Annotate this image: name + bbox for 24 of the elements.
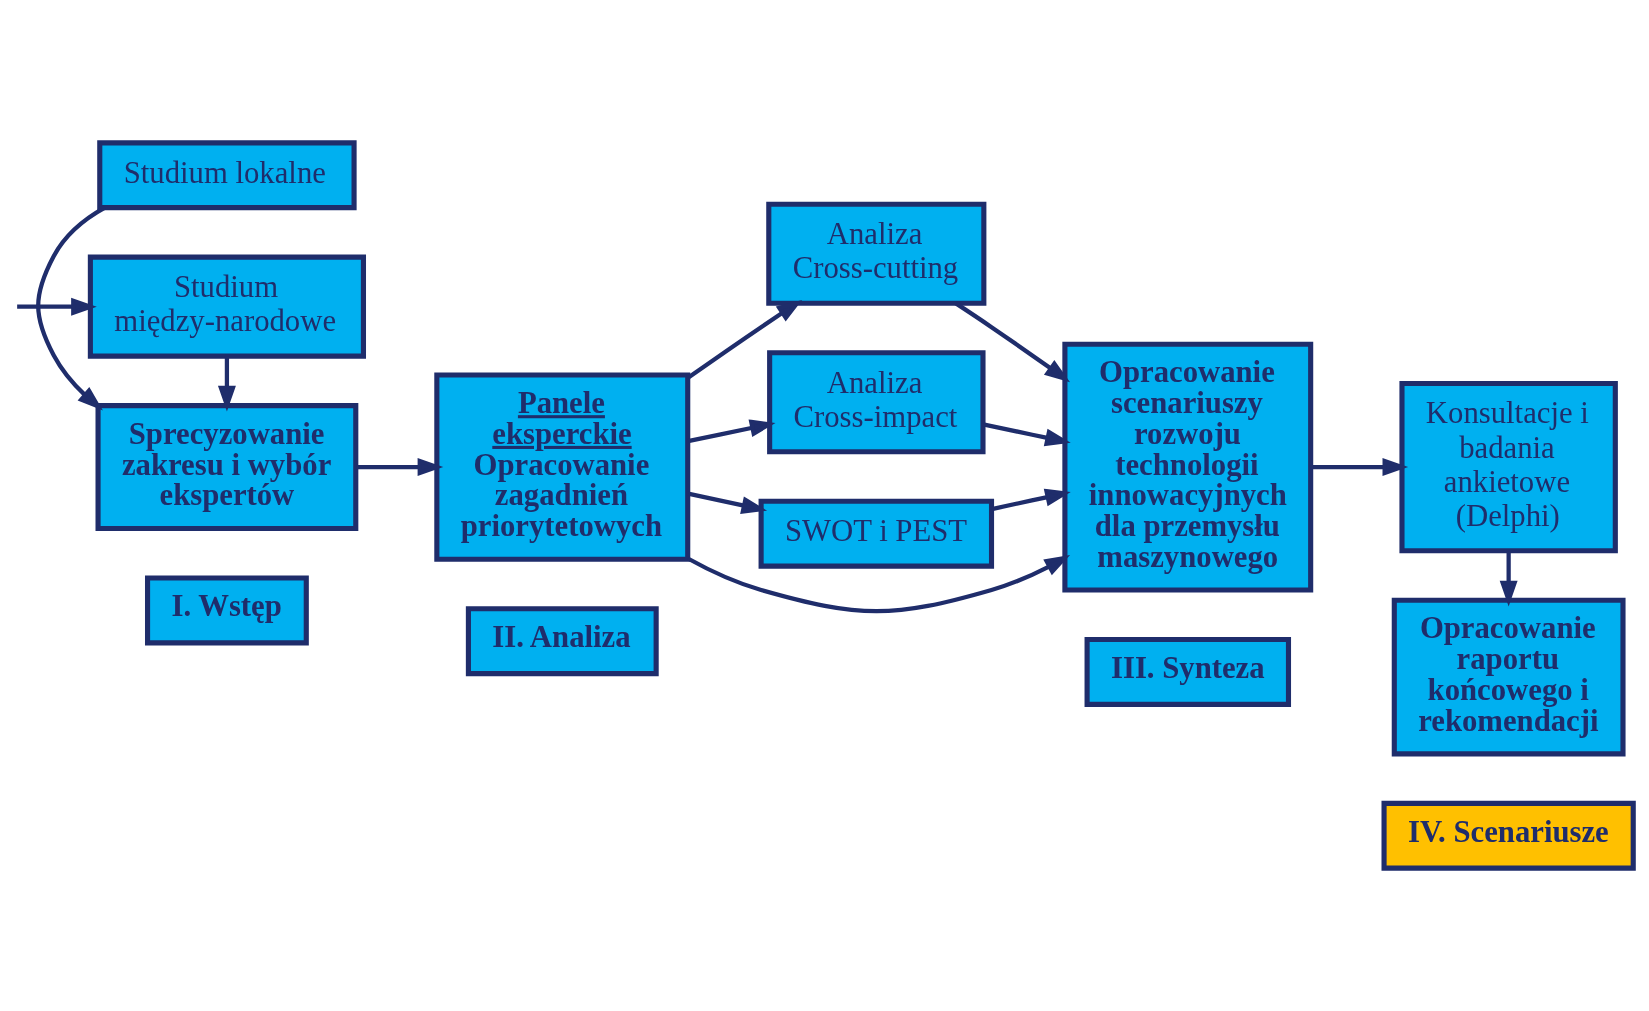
node-box: Opracowanie raportu końcowego i rekomendacji xyxy=(1391,597,1626,757)
node-box: II. Analiza xyxy=(465,606,659,677)
node-box: Panele eksperckie Opracowanie zagadnień priorytetowych xyxy=(434,372,691,562)
node-box: Analiza Cross-impact xyxy=(767,350,986,455)
arrow xyxy=(217,356,236,412)
arrow xyxy=(991,488,1071,512)
node-box: Sprecyzowanie zakresu i wybór ekspertów xyxy=(95,403,359,532)
node-box: IV. Scenariusze xyxy=(1381,800,1636,871)
arrow xyxy=(1499,551,1518,607)
arrow xyxy=(687,419,776,444)
node-box: SWOT i PEST xyxy=(758,498,995,569)
arrow xyxy=(686,555,1071,614)
arrow xyxy=(356,458,444,477)
node-box: Opracowanie scenariuszy rozwoju technologii innowacyjnych dla przemysłu maszynowego xyxy=(1062,341,1314,593)
arrow xyxy=(982,422,1071,447)
node-box: Analiza Cross-cutting xyxy=(766,201,987,306)
arrow xyxy=(687,491,768,514)
arrow xyxy=(17,297,97,316)
node-box: III. Synteza xyxy=(1084,636,1292,707)
node-box: Konsultacje i badania ankietowe (Delphi) xyxy=(1399,380,1618,554)
node-box: I. Wstęp xyxy=(145,575,309,646)
node-box: Studium między-narodowe xyxy=(87,254,366,359)
node-box: Studium lokalne xyxy=(97,140,357,211)
arrow xyxy=(1310,458,1409,477)
